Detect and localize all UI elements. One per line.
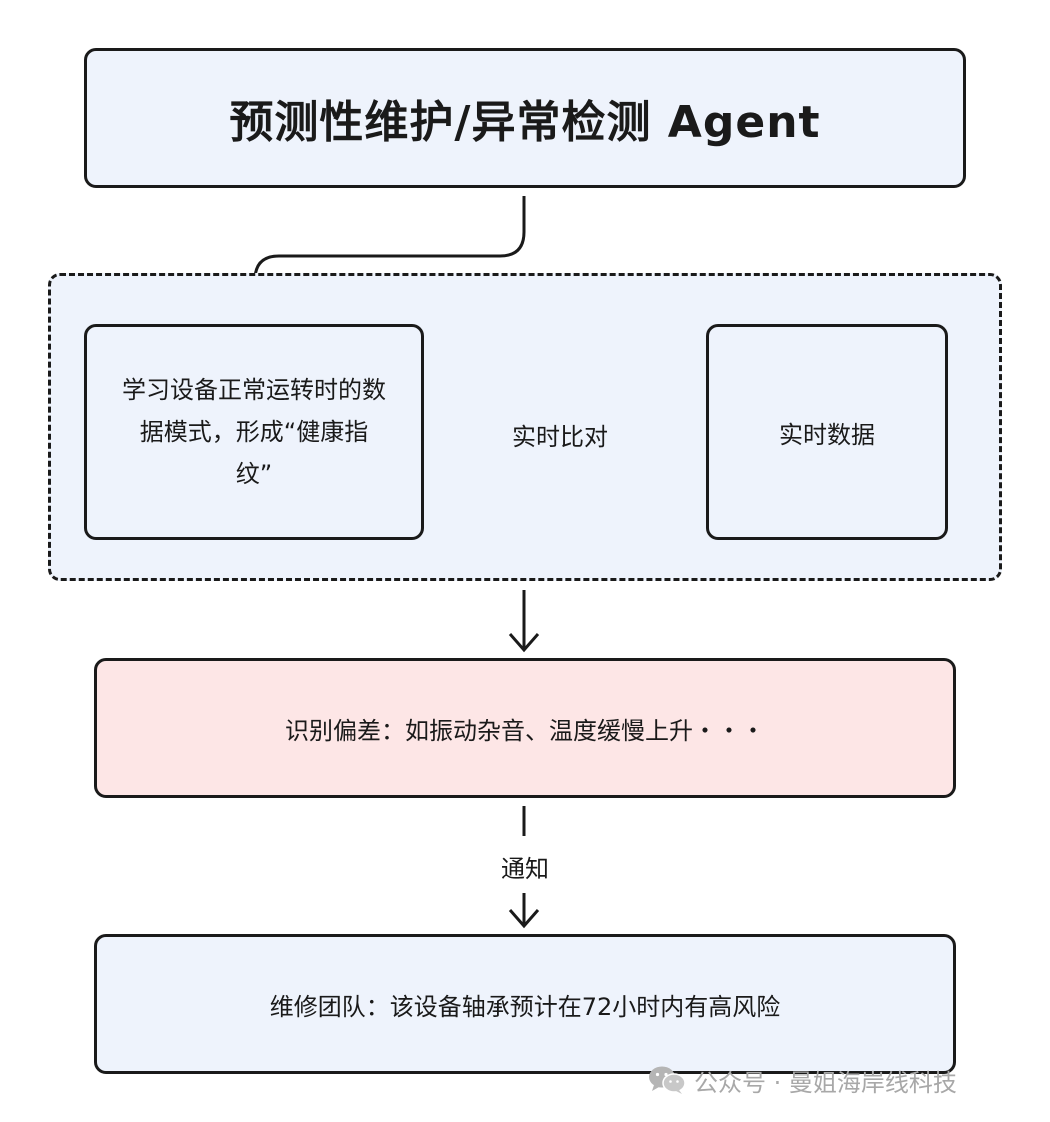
maintenance-team-text: 维修团队：该设备轴承预计在72小时内有高风险 (269, 992, 781, 1021)
compare-label: 实时比对 (512, 422, 608, 451)
wechat-icon (649, 1066, 686, 1094)
notify-to-team-arrowhead (508, 909, 540, 929)
realtime-data-box: 实时数据 (706, 324, 948, 540)
learn-normal-pattern-box: 学习设备正常运转时的数 据模式，形成“健康指 纹” (84, 324, 424, 540)
notify-label: 通知 (501, 854, 549, 883)
title-box: 预测性维护/异常检测 Agent (84, 48, 966, 188)
realtime-data-text: 实时数据 (779, 420, 875, 449)
learn-box-line: 据模式，形成“健康指 (139, 418, 369, 446)
watermark: 公众号 · 曼姐海岸线科技 (648, 1060, 957, 1100)
deviation-text: 识别偏差：如振动杂音、温度缓慢上升・・・ (285, 716, 765, 745)
watermark-text: 公众号 · 曼姐海岸线科技 (694, 1068, 957, 1097)
deviation-box: 识别偏差：如振动杂音、温度缓慢上升・・・ (94, 658, 956, 798)
diagram-title: 预测性维护/异常检测 Agent (229, 97, 821, 148)
group-to-deviation-arrowhead (508, 633, 540, 653)
maintenance-team-box: 维修团队：该设备轴承预计在72小时内有高风险 (94, 934, 956, 1074)
learn-box-text: 学习设备正常运转时的数 据模式，形成“健康指 纹” (122, 369, 386, 495)
learn-box-line: 学习设备正常运转时的数 (122, 376, 386, 404)
learn-box-line: 纹” (235, 460, 273, 488)
